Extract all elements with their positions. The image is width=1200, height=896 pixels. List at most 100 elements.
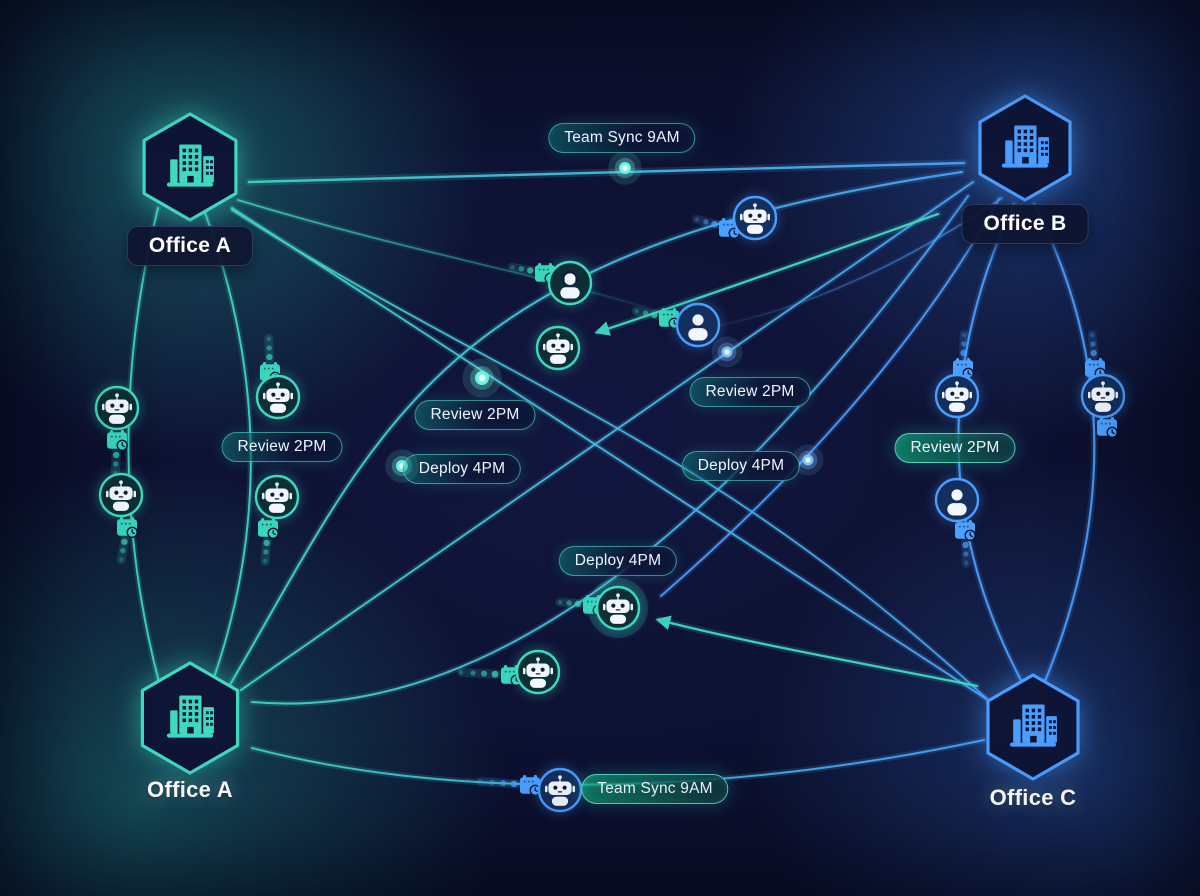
activity-dot-core: [805, 457, 811, 463]
motion-trail-dot: [963, 560, 969, 566]
motion-trail-dot: [963, 551, 969, 557]
event-label-review-center-right[interactable]: Review 2PM: [689, 377, 811, 407]
motion-trail-dot: [527, 267, 534, 274]
agent-robot[interactable]: [1080, 330, 1126, 419]
activity-dot-core: [622, 165, 628, 171]
motion-trail-dot: [634, 308, 639, 314]
node-office-a-top[interactable]: [142, 112, 238, 222]
agent-robot[interactable]: [447, 649, 561, 695]
activity-dot-core: [724, 349, 730, 355]
edge-line: [247, 161, 966, 184]
agent-robot[interactable]: [94, 385, 140, 478]
edge-line: [237, 199, 689, 321]
agent-person[interactable]: [934, 477, 980, 568]
event-label-review-center-left[interactable]: Review 2PM: [414, 400, 536, 430]
motion-trail-dot: [263, 549, 269, 555]
edge-line: [240, 181, 974, 691]
motion-trail-dot: [961, 332, 967, 338]
motion-trail-dot: [574, 600, 582, 607]
motion-trail-dot: [447, 669, 451, 674]
agent-robot[interactable]: [535, 325, 581, 371]
motion-trail-dot: [263, 539, 270, 547]
event-label-team-sync-bottom[interactable]: Team Sync 9AM: [581, 774, 729, 804]
agent-robot[interactable]: [466, 767, 583, 813]
motion-trail-dot: [477, 779, 483, 784]
calendar-icon: [1096, 417, 1118, 438]
motion-trail-dot: [960, 349, 967, 357]
motion-trail-dot: [510, 780, 518, 788]
motion-trail-dot: [711, 220, 718, 228]
motion-trail: [476, 777, 523, 789]
arrows-layer: [594, 210, 981, 690]
motion-trail-dot: [500, 780, 507, 787]
motion-trail-dot: [962, 541, 969, 549]
agent-robot[interactable]: [555, 578, 648, 638]
calendar-icon: [954, 520, 976, 541]
node-label-office-c: Office C: [989, 785, 1077, 810]
motion-trail-dot: [642, 310, 649, 316]
activity-dots-layer: [385, 151, 824, 483]
motion-trail-dot: [458, 670, 464, 675]
node-label-office-a-top[interactable]: Office A: [126, 226, 254, 266]
calendar-icon: [257, 518, 279, 539]
motion-trail-dot: [703, 219, 709, 225]
node-label-office-b[interactable]: Office B: [961, 204, 1089, 244]
motion-trail-dot: [1089, 332, 1095, 338]
motion-trail-dot: [266, 353, 273, 361]
event-label-review-right[interactable]: Review 2PM: [894, 433, 1016, 463]
motion-trail-dot: [466, 778, 470, 783]
agents-layer: [94, 195, 1126, 813]
calendar-icon: [116, 517, 138, 538]
motion-trail-dot: [566, 600, 572, 606]
event-label-deploy-center-right[interactable]: Deploy 4PM: [681, 451, 801, 481]
node-office-b[interactable]: [978, 94, 1072, 202]
motion-trail-dot: [113, 451, 120, 459]
event-label-deploy-bottom-center[interactable]: Deploy 4PM: [558, 546, 678, 576]
agent-robot[interactable]: [691, 195, 778, 241]
motion-trail-dot: [1090, 341, 1096, 347]
agent-robot[interactable]: [934, 330, 980, 419]
motion-trail: [457, 667, 504, 679]
motion-trail-dot: [120, 547, 126, 554]
motion-trail-dot: [262, 558, 268, 564]
motion-trail-dot: [489, 779, 495, 785]
motion-trail-dot: [266, 336, 272, 342]
motion-trail-dot: [266, 345, 272, 351]
edge-line: [1032, 202, 1096, 688]
node-label-office-a-bottom: Office A: [147, 777, 233, 802]
motion-trail-dot: [518, 266, 525, 272]
motion-trail-dot: [113, 461, 119, 467]
edges-layer: [125, 159, 1098, 788]
edge-line: [660, 198, 1000, 597]
nodes-layer: [140, 94, 1080, 781]
motion-trail-dot: [491, 670, 499, 678]
agent-robot[interactable]: [254, 474, 300, 566]
agent-robot[interactable]: [255, 334, 301, 420]
node-office-c[interactable]: [986, 673, 1080, 781]
calendar-icon: [106, 430, 128, 451]
motion-trail-dot: [651, 311, 658, 319]
edge-line: [231, 207, 992, 703]
event-label-team-sync-top[interactable]: Team Sync 9AM: [548, 123, 696, 153]
motion-trail-dot: [1090, 349, 1097, 357]
agent-support-agent[interactable]: [507, 260, 593, 306]
agent-robot[interactable]: [98, 472, 144, 565]
motion-trail-dot: [961, 341, 967, 347]
motion-trail-dot: [694, 217, 700, 222]
event-label-deploy-center-left[interactable]: Deploy 4PM: [402, 454, 522, 484]
node-office-a-bottom[interactable]: [140, 661, 240, 775]
calendar-icon: [519, 775, 541, 796]
agent-calendar[interactable]: [1096, 417, 1118, 438]
motion-trail-dot: [119, 557, 124, 562]
flow-arrow: [655, 615, 979, 688]
motion-trail-dot: [510, 265, 515, 270]
agent-person[interactable]: [631, 302, 721, 348]
motion-trail-dot: [121, 538, 128, 545]
edge-line: [231, 209, 987, 699]
event-label-review-left[interactable]: Review 2PM: [221, 432, 343, 462]
edge-line: [127, 207, 161, 687]
activity-dot-core: [478, 374, 486, 382]
